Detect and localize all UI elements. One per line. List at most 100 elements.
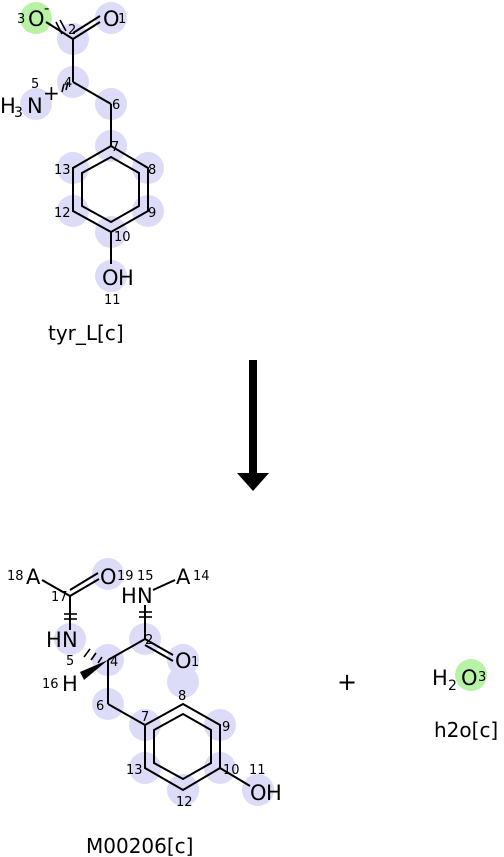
num-14: 14 xyxy=(193,569,210,584)
num-6: 6 xyxy=(112,98,120,113)
num-10: 10 xyxy=(114,230,131,245)
atom-n5-sub: 3 xyxy=(14,105,23,121)
ring-inner xyxy=(153,712,212,781)
reactant-name: tyr_L[c] xyxy=(48,321,124,345)
product-atom-highlights xyxy=(54,558,274,806)
atom-n5: N xyxy=(27,94,43,118)
num-5: 5 xyxy=(31,77,39,92)
atom-h16: H xyxy=(62,672,78,696)
highlight-atom-1 xyxy=(95,2,127,34)
bond-15-14 xyxy=(152,579,176,591)
atom-o3-charge: - xyxy=(44,0,49,17)
highlight-atom-8 xyxy=(167,666,199,698)
bond-10-11 xyxy=(219,767,251,787)
bond-4-6 xyxy=(72,81,112,105)
ring-inner xyxy=(81,155,140,224)
num-8: 8 xyxy=(178,689,186,704)
num-19: 19 xyxy=(117,569,134,584)
product-marks xyxy=(64,611,152,664)
num-4: 4 xyxy=(64,76,72,91)
hash-4-5-c xyxy=(83,648,91,658)
num-18: 18 xyxy=(7,569,24,584)
num-7: 7 xyxy=(111,140,119,155)
num-2: 2 xyxy=(68,23,76,38)
atom-o11-h: H xyxy=(118,266,134,290)
num-10: 10 xyxy=(223,763,240,778)
atom-o11-h: H xyxy=(266,781,282,805)
product-molecule: A O A H N H N O H O H 18 19 15 14 17 2 5… xyxy=(7,558,282,857)
num-17: 17 xyxy=(51,590,68,605)
num-1: 1 xyxy=(118,12,126,27)
coproduct-molecule: H 2 O 3 h2o[c] xyxy=(432,659,498,742)
highlight-atom-3 xyxy=(20,2,52,34)
num-2: 2 xyxy=(145,633,153,648)
highlight-atom-19 xyxy=(92,558,124,590)
num-12: 12 xyxy=(176,795,193,810)
num-5: 5 xyxy=(66,654,74,669)
atom-o1: O xyxy=(175,649,192,673)
reactant-bonds xyxy=(45,15,149,264)
highlight-atom-3 xyxy=(455,659,487,691)
highlight-atom-11 xyxy=(242,774,274,806)
arrow-shaft xyxy=(249,360,257,475)
atom-n15: N xyxy=(137,584,153,608)
num-3: 3 xyxy=(17,12,25,27)
hash-4-5-a xyxy=(97,656,103,664)
num-12: 12 xyxy=(54,206,71,221)
atom-o: O xyxy=(461,666,478,690)
atom-o1: O xyxy=(103,7,120,31)
bond-2-4 xyxy=(107,638,146,661)
atom-h: H xyxy=(432,666,448,690)
num-1: 1 xyxy=(191,655,199,670)
bond-18-17 xyxy=(41,579,71,597)
atom-n5-h: H xyxy=(46,628,62,652)
num-4: 4 xyxy=(110,655,118,670)
reactant-atom-highlights xyxy=(20,2,164,292)
product-name: M00206[c] xyxy=(86,834,193,857)
tick-2-3b xyxy=(59,19,67,32)
atom-a18: A xyxy=(26,565,41,589)
bond-2-1-b xyxy=(144,644,174,662)
num-3: 3 xyxy=(478,670,486,685)
atom-n5-h: H xyxy=(0,94,16,118)
highlight-atom-1 xyxy=(167,644,199,676)
reactant-marks xyxy=(55,19,69,93)
atom-o3: O xyxy=(28,7,45,31)
reaction-arrow xyxy=(237,360,269,491)
product-bonds xyxy=(41,572,251,792)
hash-4-5-b xyxy=(61,83,65,93)
bond-2-1-a xyxy=(144,638,174,656)
num-9: 9 xyxy=(222,720,230,735)
tick-2-3 xyxy=(55,21,63,35)
atom-a14: A xyxy=(176,565,191,589)
bond-17-19-a xyxy=(69,578,100,597)
wedge-4-16 xyxy=(80,660,108,680)
num-15: 15 xyxy=(137,569,154,584)
highlight-atom-5 xyxy=(20,88,52,120)
coproduct-name: h2o[c] xyxy=(434,718,498,742)
atom-n5: N xyxy=(62,628,78,652)
plus-sign: + xyxy=(337,668,357,696)
atom-h-sub: 2 xyxy=(448,678,457,694)
atom-n5-charge: + xyxy=(43,81,60,105)
num-8: 8 xyxy=(148,163,156,178)
reactant-molecule: O - O H 3 N + O H 1 2 3 4 5 6 7 8 9 10 1… xyxy=(0,0,164,345)
bond-2-1-b xyxy=(72,15,101,34)
atom-o19: O xyxy=(100,565,117,589)
num-13: 13 xyxy=(54,163,71,178)
num-16: 16 xyxy=(42,677,59,692)
num-9: 9 xyxy=(148,206,156,221)
atom-o11: O xyxy=(250,781,267,805)
arrow-head xyxy=(237,473,269,491)
hash-4-5-b xyxy=(90,652,97,661)
num-13: 13 xyxy=(126,763,143,778)
highlight-atom-5 xyxy=(54,623,86,655)
num-6: 6 xyxy=(96,699,104,714)
num-11: 11 xyxy=(104,293,121,308)
bond-6-7 xyxy=(107,703,146,726)
bond-17-19-b xyxy=(69,572,99,591)
bond-2-1-a xyxy=(72,21,101,40)
num-7: 7 xyxy=(141,710,149,725)
atom-o11: O xyxy=(102,266,119,290)
